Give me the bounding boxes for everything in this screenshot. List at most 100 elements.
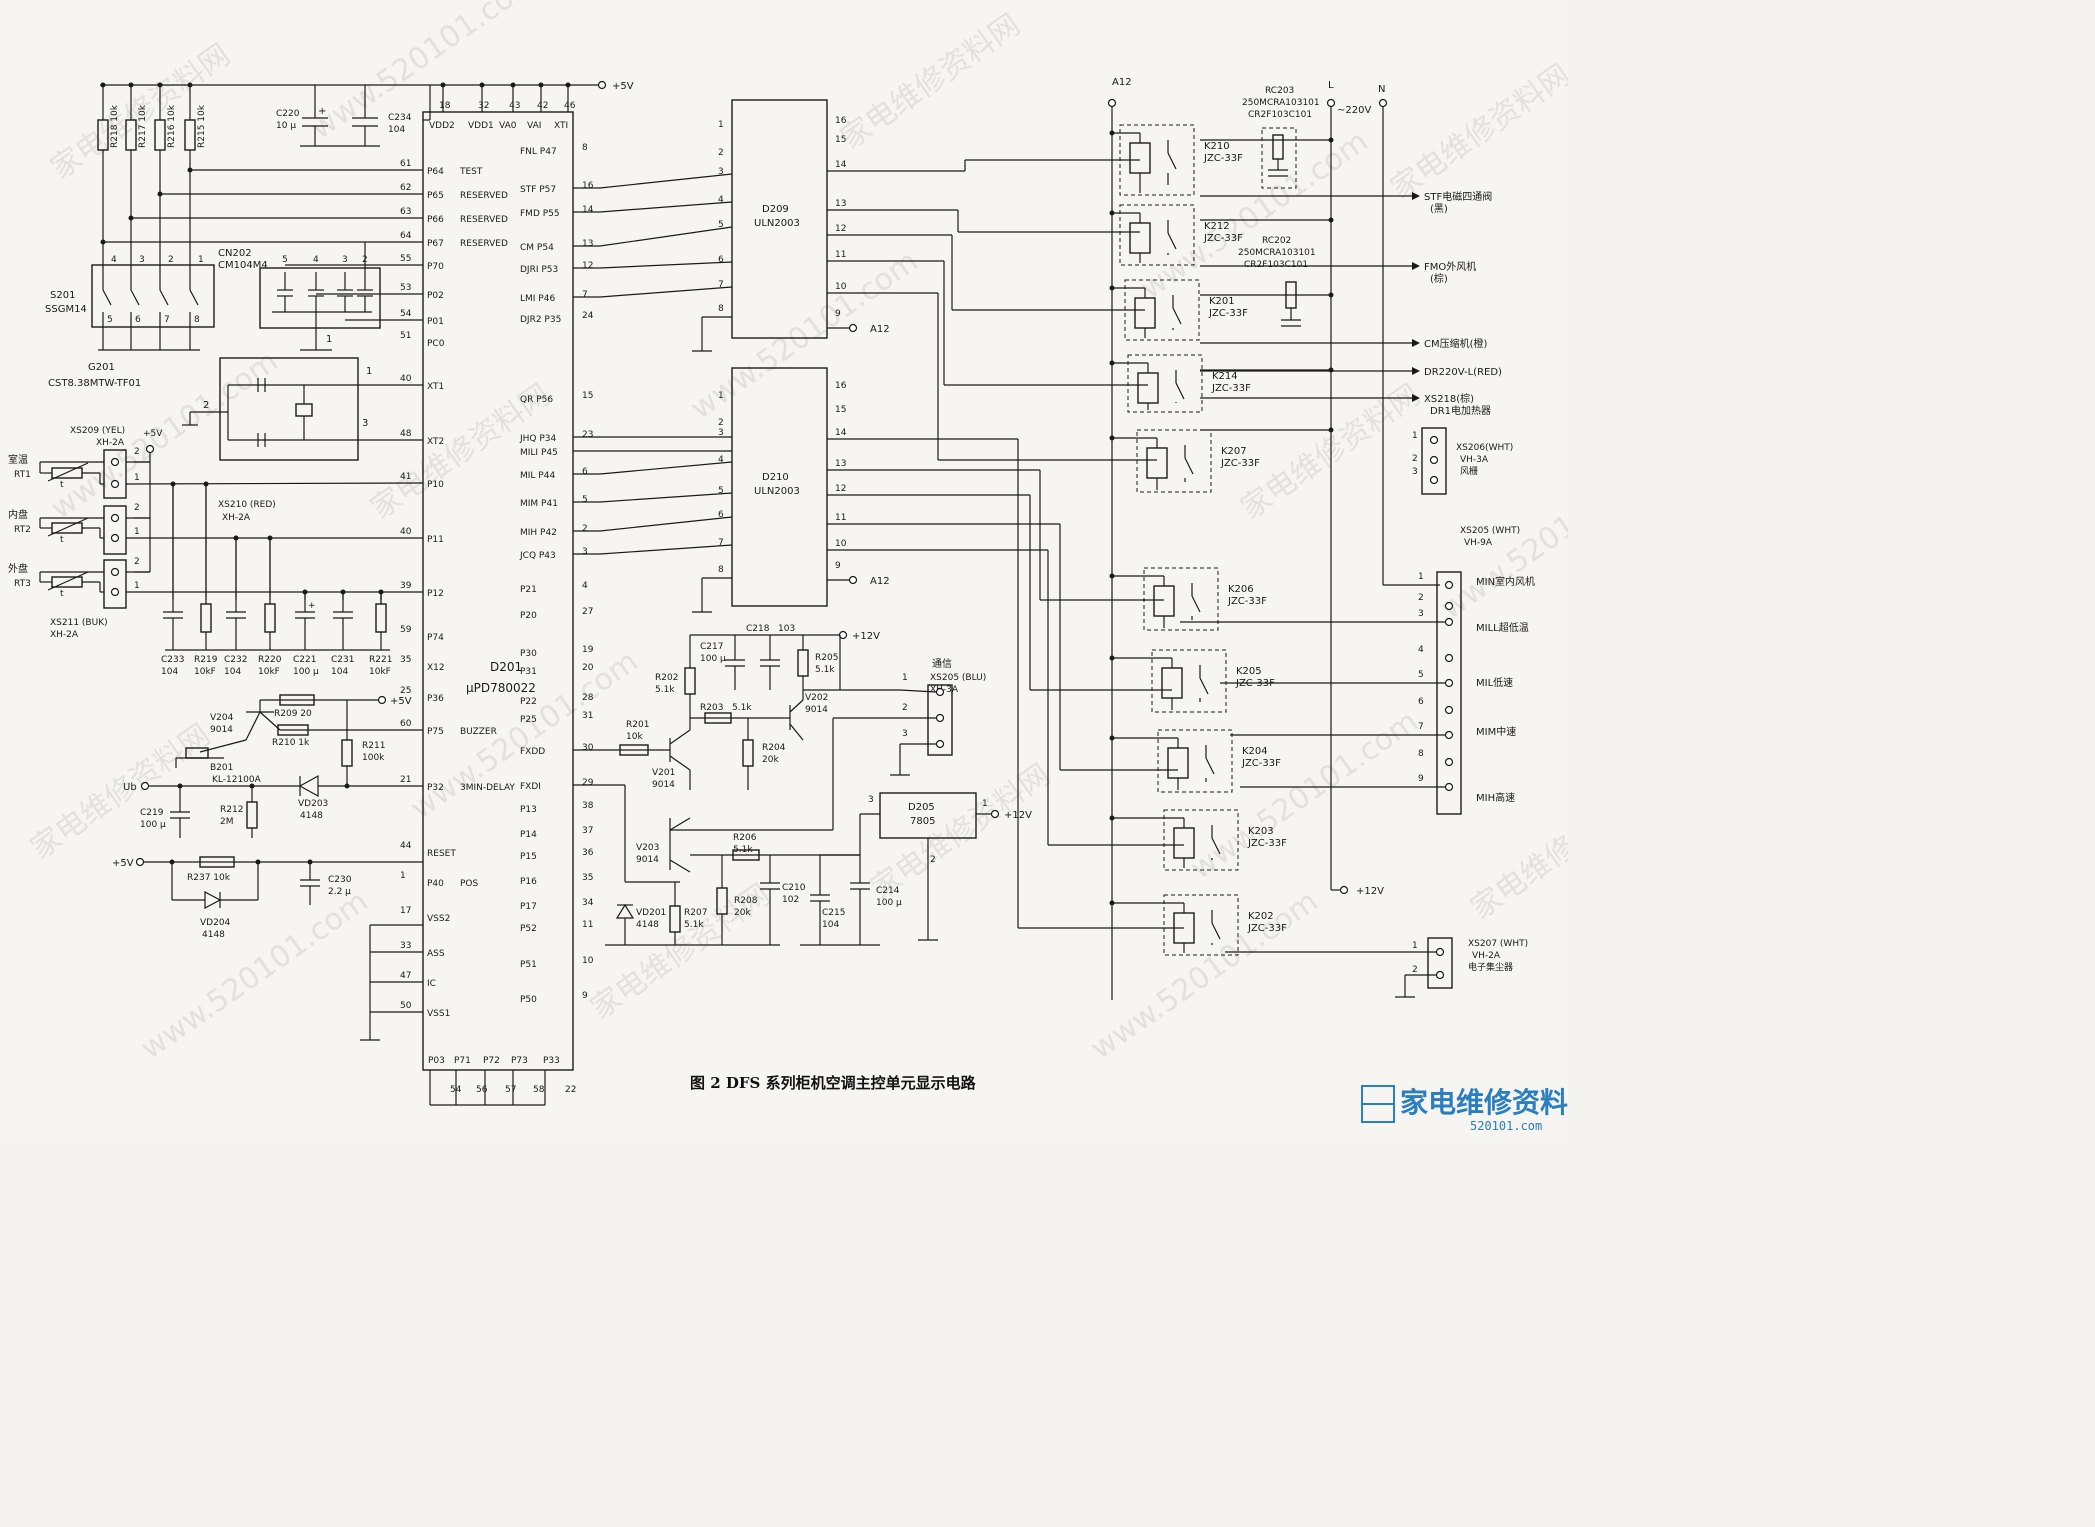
sensor-type-label: XH-2A [222,513,251,523]
mcu-top-pin-num: 42 [537,101,548,111]
mcu-left-pin-name: P10 [427,480,444,490]
figure-caption: 图 2 DFS 系列柜机空调主控单元显示电路 [690,1074,977,1092]
pullup-resistor [154,119,166,151]
mcu-left-pin-name: P40 [427,879,444,889]
xs205-label: MIM中速 [1476,725,1516,738]
relay-part: JZC-33F [1220,458,1260,469]
xs205-pin-num: 3 [1418,609,1424,619]
driver-right-pin: 9 [835,561,841,571]
filter-ref: R220 [258,655,282,665]
watermark-text: 家电维修资料网 [1385,57,1568,206]
watermark-text: www.520101.com [135,884,375,1067]
svg-text:3: 3 [902,729,908,739]
mcu-right-pin-name: FXDD [520,747,545,757]
svg-text:9014: 9014 [652,780,675,790]
xs205-pin [1444,730,1454,740]
xs206-connector: 1 2 3 XS206(WHT) VH-3A 风栅 [1412,427,1513,495]
mcu-to-driver-wires [573,173,733,555]
svg-text:VH-2A: VH-2A [1472,951,1501,961]
svg-text:R211: R211 [362,741,385,751]
mcu-right-pin-num: 16 [582,181,594,191]
svg-text:V204: V204 [210,713,234,723]
mcu-left-pin-num: 55 [400,254,411,264]
driver-left-pin: 2 [718,148,724,158]
mcu-top-pin-name: VDD2 [429,121,455,131]
filter-val: 10kF [369,667,391,677]
driver-right-pin: 12 [835,484,846,494]
xs205-pin [1444,678,1454,688]
bottom-pin-bus [429,1070,546,1106]
xs205-pin [1444,601,1454,611]
mcu-right-pin-name: P17 [520,902,537,912]
svg-text:100 μ: 100 μ [700,654,726,664]
mcu-right-pin-name: P14 [520,830,537,840]
vcc-label: +5V [143,429,163,439]
mcu-right-pin-num: 34 [582,898,594,908]
svg-text:2: 2 [1412,965,1418,975]
output-arrow [1412,192,1420,200]
driver-left-pin: 4 [718,195,724,205]
relay-ref: K214 [1212,371,1238,382]
driver-left-pin: 7 [718,538,724,548]
snubber-rc202: RC202 250MCRA103101 CR2F103C101 [1238,236,1316,327]
svg-text:电子集尘器: 电子集尘器 [1468,961,1513,973]
logo-url: 520101.com [1470,1119,1542,1133]
svg-text:CR2F103C101: CR2F103C101 [1244,260,1308,270]
pullup-resistor [184,119,196,151]
cn202-part: CM104M4 [218,260,268,271]
mcu-top-pin-num: 43 [509,101,520,111]
svg-text:3: 3 [868,795,874,805]
svg-text:XS206(WHT): XS206(WHT) [1456,443,1513,453]
mcu-left-pin-name: VSS1 [427,1009,450,1019]
relay-coil [1137,372,1159,404]
mcu-bottom-pin-num: 57 [505,1085,516,1095]
mcu-right-pin-name: JCQ P43 [519,551,556,561]
mcu-right-pin-num: 5 [582,495,588,505]
filter-resistor [200,603,212,633]
sensor-pin-num: 1 [134,581,140,591]
svg-text:RC202: RC202 [1262,236,1291,246]
filter-ref: C232 [224,655,247,665]
driver-left-pin: 1 [718,120,724,130]
mcu-left-pin-num: 17 [400,906,411,916]
c220-val: 10 μ [276,121,296,131]
sensor-ref: RT2 [14,525,31,535]
output-label: XS218(棕) [1424,392,1474,405]
svg-text:100 μ: 100 μ [140,820,166,830]
mcu-top-pin-name: VAI [527,121,541,131]
relay-coil [1153,585,1175,617]
svg-text:250MCRA103101: 250MCRA103101 [1238,248,1316,258]
svg-text:+5V: +5V [390,696,412,707]
xs205-pin [1444,782,1454,792]
svg-text:CR2F103C101: CR2F103C101 [1248,110,1312,120]
mcu-left-pin-name: RESET [427,849,456,859]
pullup-label: R216 10k [167,104,177,148]
mcu-left-pin-num: 40 [400,374,412,384]
mcu-left-pin-name: P32 [427,783,444,793]
mcu-right-pin-num: 31 [582,711,593,721]
svg-text:XS205 (BLU): XS205 (BLU) [930,673,986,683]
svg-text:250MCRA103101: 250MCRA103101 [1242,98,1320,108]
driver-left-pin: 4 [718,455,724,465]
output-label: STF电磁四通阀 [1424,190,1492,203]
relay-outline [1127,354,1203,413]
vcc-terminal [145,444,155,454]
watermark-text: www.520101.com [1135,124,1375,307]
xs205-pin-num: 9 [1418,774,1424,784]
mcu-pin-function: RESERVED [460,191,508,201]
mcu-right-pin-name: LMI P46 [520,294,555,304]
filter-val: 10kF [194,667,216,677]
mcu-left-pin-num: 63 [400,207,411,217]
svg-text:R209 20: R209 20 [274,709,312,719]
relay-part: JZC-33F [1241,758,1281,769]
sensor-name: 室温 [8,453,28,466]
mcu-ref: D201 [490,660,522,674]
mcu-right-pin-num: 30 [582,743,594,753]
mcu-bottom-pin-name: P03 [428,1056,445,1066]
mcu-right-pin-name: P16 [520,877,537,887]
driver-left-pin: 5 [718,486,724,496]
xs205-label: MIN室内风机 [1476,575,1535,588]
mcu-right-pin-num: 24 [582,311,594,321]
